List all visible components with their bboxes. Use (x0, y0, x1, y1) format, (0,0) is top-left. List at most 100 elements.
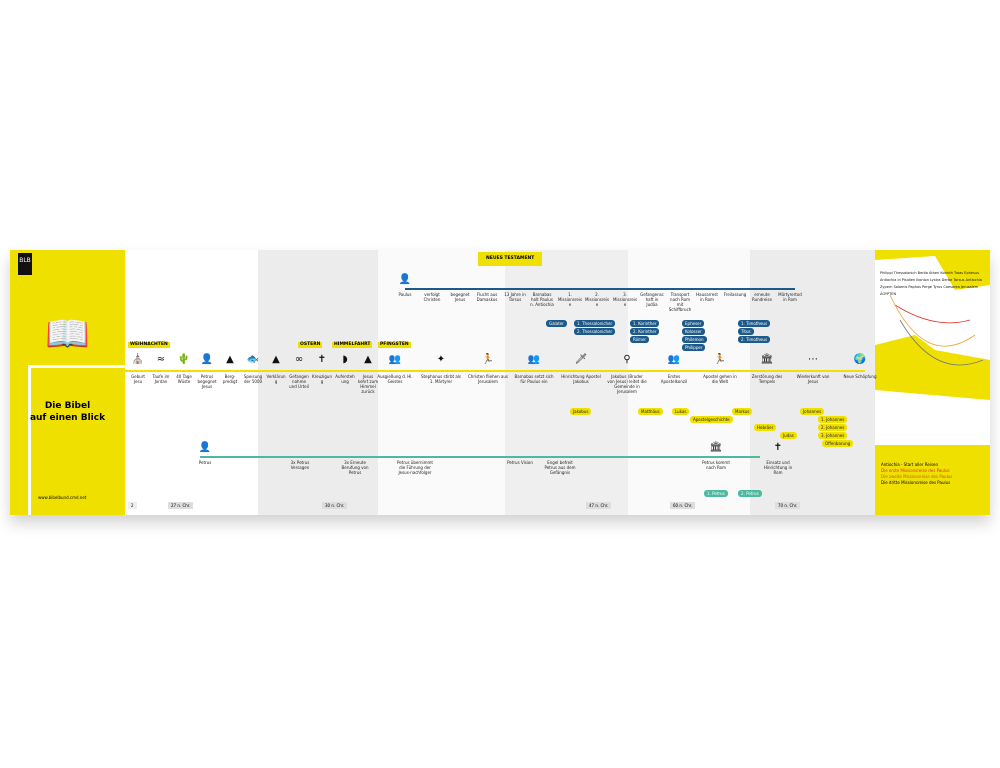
event: Hausarrest in Rom (696, 292, 718, 302)
city-label: Lystra (930, 278, 941, 282)
petrus-timeline (200, 456, 760, 458)
event: Petrus (198, 460, 212, 465)
letter-tag: Judas (780, 432, 797, 439)
event: Petrus übernimmt die Führung der Jesus-n… (397, 460, 433, 475)
event: Verklärung (266, 374, 286, 384)
event: Jesus kehrt zum Himmel zurück (357, 374, 379, 394)
legend-item: Die dritte Missionsreise des Paulus (881, 480, 951, 485)
letter-tag: 2. Petrus (738, 490, 762, 497)
sword-icon: 🗡 (574, 354, 588, 365)
city-label: Tyrus (933, 285, 943, 289)
city-label: Zypern (880, 285, 893, 289)
event: Wiederkunft von Jesus (796, 374, 830, 384)
date-label: 30 n. Chr. (322, 502, 348, 509)
ascension-icon: ▲ (364, 354, 372, 365)
city-label: Ikonion (916, 278, 929, 282)
event: 3x Erneute Berufung von Petrus (341, 460, 369, 475)
letter-tag: Titus (738, 328, 754, 335)
cover-url: www.bibelbund.cmd.net (38, 495, 87, 500)
chain-icon: ∞ (294, 354, 304, 365)
city-label: Salamis (893, 285, 908, 289)
event: begegnet Jesus (450, 292, 470, 302)
event: 13 Jahre in Tarsus (504, 292, 526, 302)
people-icon: 👤 (200, 354, 214, 365)
event: Zerstörung des Tempels (751, 374, 783, 384)
letter-tag: Kolosser (682, 328, 705, 335)
water-icon: ≈ (156, 354, 166, 365)
date-label: 27 n. Chr. (168, 502, 194, 509)
city-label: Caesarea (943, 285, 960, 289)
city-label: Jerusalem (960, 285, 979, 289)
panel (750, 250, 875, 515)
letter-tag: 3. Johannes (818, 432, 848, 439)
globe-icon: 🌍 (853, 354, 867, 365)
letter-tag: Lukas (672, 408, 690, 415)
city-label: Troas (954, 271, 964, 275)
event: Petrus begegnet Jesus (197, 374, 217, 389)
map-panel: Philippi Thessalonich Beröa Athen Korint… (875, 250, 990, 515)
apostles-icon: 🏃 (713, 354, 727, 365)
event: Apostel gehen in die Welt (703, 374, 737, 384)
event: Stephanus stirbt als 1. Märtyrer (421, 374, 461, 384)
panel (628, 250, 750, 515)
heading-easter: OSTERN (298, 342, 323, 348)
church-icon: ⛪ (131, 354, 145, 365)
letter-tag: Hebräer (754, 424, 777, 431)
event: Ausgießung d. Hl. Geistes (377, 374, 413, 384)
page-number: 2 (128, 502, 137, 509)
city-label: Derbe (941, 278, 953, 282)
tomb-icon: ◗ (342, 354, 348, 365)
map-cities: Philippi Thessalonich Beröa Athen Korint… (880, 270, 985, 298)
city-label: ÄGYPTEN (880, 292, 897, 296)
mountain-icon: ▲ (226, 354, 234, 365)
running-icon: 🏃 (481, 354, 495, 365)
event: 2. Missionsreise (584, 292, 610, 307)
letter-tag: Johannes (800, 408, 825, 415)
cross-icon: ✝ (773, 442, 783, 453)
people-icon: 👥 (527, 354, 541, 365)
legend-item: Die zweite Missionsreise des Paulus (881, 474, 953, 479)
letter-tag: 1. Korinther (630, 320, 660, 327)
panel (505, 250, 628, 515)
city-label: Perge (922, 285, 932, 289)
event: Paulus (398, 292, 412, 297)
map-routes (875, 256, 990, 445)
event: Auferstehung (335, 374, 355, 384)
event: Christen fliehen aus Jerusalem (468, 374, 508, 384)
temple-icon: 🏛 (760, 354, 774, 365)
event: Geburt Jesu (131, 374, 145, 384)
event: Flucht aus Damaskus (476, 292, 498, 302)
city-label: Thessalonich (893, 271, 917, 275)
event: Taufe im Jordan (152, 374, 170, 384)
date-label: 60 n. Chr. (670, 502, 696, 509)
panel (258, 250, 378, 515)
heading-ascension: HIMMELFAHRT (332, 342, 373, 348)
legend-item: Die erste Missionsreise des Paulus (881, 468, 950, 473)
letter-tag: 1. Timotheus (738, 320, 771, 327)
colosseum-icon: 🏛 (709, 442, 723, 453)
event: Speisung der 5000 (243, 374, 263, 384)
map-legend: Antiochia - Start aller Reisen Die erste… (881, 462, 952, 486)
event: Gefangennahme und Urteil (289, 374, 309, 389)
event: Einsatz und Hinrichtung in Rom (763, 460, 793, 475)
fish-icon: 🐟 (246, 354, 260, 365)
letter-tag: Markus (732, 408, 753, 415)
letter-tag: 2. Thessalonicher (574, 328, 616, 335)
date-label: 70 n. Chr. (775, 502, 801, 509)
event: Transport nach Rom mit Schiffbruch (668, 292, 692, 312)
legend-item: Antiochia - Start aller Reisen (881, 462, 939, 467)
letter-tag: 1. Thessalonicher (574, 320, 616, 327)
letter-tag: 2. Johannes (818, 424, 848, 431)
light-icon: ▲ (272, 354, 280, 365)
letter-tag: 1. Petrus (704, 490, 728, 497)
event: Neue Schöpfung (843, 374, 877, 379)
city-label: Tarsus (953, 278, 965, 282)
city-label: Antiochia (965, 278, 982, 282)
cover-line (28, 365, 125, 368)
event: Petrus kommt nach Rom (702, 460, 730, 470)
letter-tag: Philemon (682, 336, 707, 343)
city-label: Korinth (940, 271, 953, 275)
stones-icon: ✦ (436, 354, 446, 365)
event: Kreuzigung (312, 374, 332, 384)
